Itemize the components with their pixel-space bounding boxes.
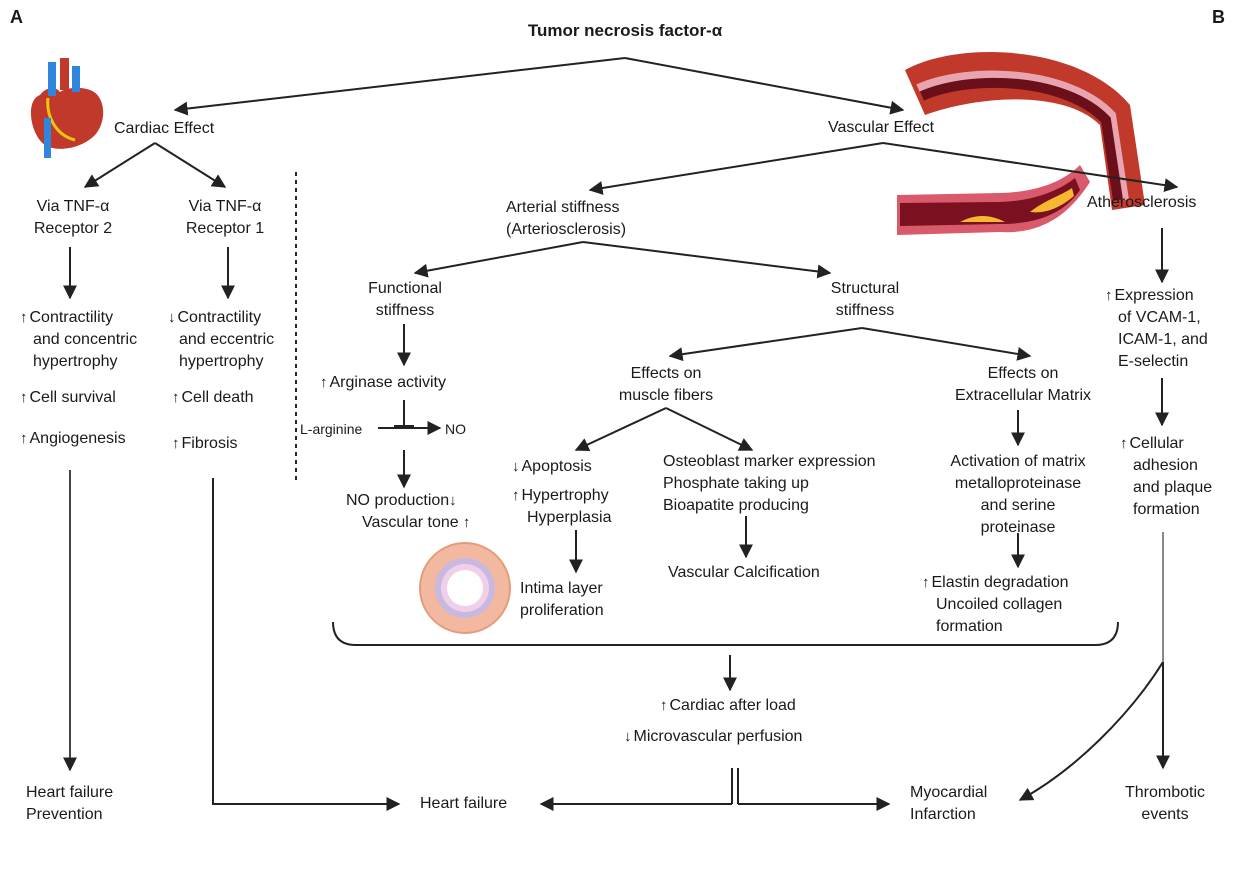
r2-cell-survival: Cell survival [20,387,116,409]
artery-icon [905,52,1145,211]
panel-label-b: B [1212,7,1225,27]
microvascular-perfusion: Microvascular perfusion [624,726,803,748]
apoptosis: Apoptosis [512,456,592,478]
l-arginine-label: L-arginine [300,421,363,437]
heart-icon [30,58,104,158]
diagram-title: Tumor necrosis factor-α [527,21,723,40]
r2-contractility: Contractility and concentric hypertrophy [20,307,138,373]
no-production: NO production↓ [346,492,457,509]
vascular-calcification: Vascular Calcification [668,564,820,581]
arginase-activity: Arginase activity [320,372,447,394]
elastin-degradation: Elastin degradation Uncoiled collagen fo… [924,572,1069,638]
r2-angiogenesis: Angiogenesis [20,428,126,450]
adhesion-molecule-expression: Expression of VCAM-1, ICAM-1, and E-sele… [1105,285,1208,373]
panel-label-a: A [10,7,23,27]
no-label: NO [445,421,466,437]
heart-failure: Heart failure [420,795,508,812]
atherosclerosis-label: Atherosclerosis [1087,194,1197,211]
hypertrophy: Hypertrophy [512,485,609,507]
cardiac-afterload: Cardiac after load [660,695,796,717]
hyperplasia: Hyperplasia [527,509,612,526]
cardiac-effect-label: Cardiac Effect [114,120,215,137]
plaque-artery-icon [897,165,1090,235]
r1-cell-death: Cell death [172,387,254,409]
r1-contractility: Contractility and eccentric hypertrophy [168,307,275,373]
vascular-effect-label: Vascular Effect [828,119,935,136]
vascular-tone: Vascular tone ↑ [362,514,471,531]
vessel-cross-section-icon [419,542,511,634]
plaque-formation: Cellular adhesion and plaque formation [1120,433,1213,521]
arterial-stiffness-label: Arterial stiffness(Arteriosclerosis) [506,199,627,238]
r1-fibrosis: Fibrosis [172,433,238,455]
